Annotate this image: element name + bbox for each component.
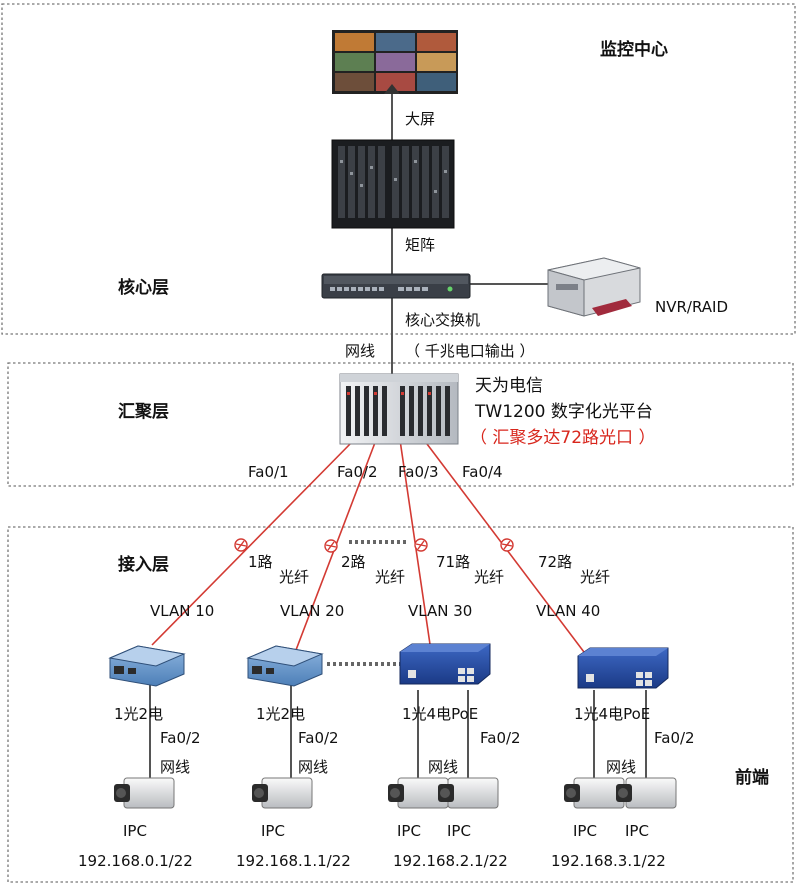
platform-capacity-label: （ 汇聚多达72路光口 ）: [470, 428, 656, 448]
ellipsis-links: [327, 540, 408, 666]
port-label: Fa0/2: [337, 463, 378, 481]
fiber-connector-icon: [324, 539, 338, 553]
aggregation-zone-box: [7, 362, 794, 487]
zone-title-aggregation-layer: 汇聚层: [118, 402, 169, 422]
cable-label: 网线: [298, 758, 329, 776]
tw1200-platform-image: [339, 373, 459, 445]
ip-address-label: 192.168.0.1/22: [78, 852, 193, 870]
ip-camera-icon: [616, 777, 677, 809]
poe-switch-3-image: [399, 643, 491, 685]
matrix-chassis-image: [331, 139, 455, 229]
vlan-label: VLAN 30: [408, 602, 473, 620]
nvr-raid-label: NVR/RAID: [655, 298, 729, 316]
ipc-label: IPC: [625, 822, 649, 840]
core-switch-image: [321, 273, 471, 299]
poe-switch-4-image: [577, 647, 669, 689]
ip-camera-icons: [114, 777, 677, 809]
cable-label: 网线: [428, 758, 459, 776]
ip-address-label: 192.168.1.1/22: [236, 852, 351, 870]
ip-address-label: 192.168.2.1/22: [393, 852, 508, 870]
uplink-cable-label: 网线: [345, 342, 376, 360]
core-zone-box: [1, 3, 796, 335]
ipc-label: IPC: [123, 822, 147, 840]
vlan-label: VLAN 20: [280, 602, 345, 620]
nvr-server-image: [547, 257, 641, 317]
fiber-connector-icon: [234, 538, 248, 552]
port-label: Fa0/4: [462, 463, 503, 481]
converter-label: 1光2电: [114, 705, 164, 723]
vlan-label: VLAN 10: [150, 602, 215, 620]
big-screen-label: 大屏: [405, 110, 436, 128]
platform-model-label: TW1200 数字化光平台: [475, 402, 653, 422]
port-label: Fa0/2: [654, 729, 695, 747]
fiber-label: 光纤: [279, 568, 310, 586]
ipc-label: IPC: [261, 822, 285, 840]
port-label: Fa0/2: [480, 729, 521, 747]
cable-label: 网线: [160, 758, 191, 776]
fiber-label: 光纤: [375, 568, 406, 586]
fiber-count-label: 72路: [538, 553, 573, 571]
vlan-label: VLAN 40: [536, 602, 601, 620]
media-converter-1-image: [108, 645, 186, 687]
port-label: Fa0/2: [160, 729, 201, 747]
ip-address-label: 192.168.3.1/22: [551, 852, 666, 870]
cable-label: 网线: [606, 758, 637, 776]
fiber-connector-icon: [414, 538, 428, 552]
converter-label: 1光4电PoE: [402, 705, 479, 723]
ip-camera-icon: [114, 777, 175, 809]
access-zone-box: [7, 526, 794, 883]
zone-title-front-end: 前端: [735, 768, 769, 788]
fiber-label: 光纤: [474, 568, 505, 586]
fiber-connectors: [234, 538, 514, 553]
zone-title-monitor-center: 监控中心: [600, 40, 668, 60]
port-label: Fa0/2: [298, 729, 339, 747]
fiber-count-label: 2路: [341, 553, 366, 571]
ip-camera-icon: [564, 777, 625, 809]
core-switch-label: 核心交换机: [405, 311, 481, 329]
fiber-connector-icon: [500, 538, 514, 552]
fiber-count-label: 71路: [436, 553, 471, 571]
ip-camera-icon: [388, 777, 449, 809]
ipc-label: IPC: [397, 822, 421, 840]
ipc-label: IPC: [573, 822, 597, 840]
ip-camera-icon: [438, 777, 499, 809]
port-label: Fa0/3: [398, 463, 439, 481]
port-label: Fa0/1: [248, 463, 289, 481]
media-converter-2-image: [246, 645, 324, 687]
ip-camera-icon: [252, 777, 313, 809]
fiber-label: 光纤: [580, 568, 611, 586]
fiber-link-1: [151, 439, 355, 646]
video-wall-image: [332, 30, 458, 94]
uplink-output-label: （ 千兆电口输出 ）: [405, 342, 535, 360]
converter-label: 1光4电PoE: [574, 705, 651, 723]
platform-vendor-label: 天为电信: [475, 376, 543, 396]
zone-title-access-layer: 接入层: [118, 555, 169, 575]
copper-links: [149, 94, 647, 785]
matrix-label: 矩阵: [405, 236, 436, 254]
zone-boxes: [1, 3, 796, 883]
converter-label: 1光2电: [256, 705, 306, 723]
zone-title-core-layer: 核心层: [118, 278, 169, 298]
ipc-label: IPC: [447, 822, 471, 840]
fiber-count-label: 1路: [248, 553, 273, 571]
